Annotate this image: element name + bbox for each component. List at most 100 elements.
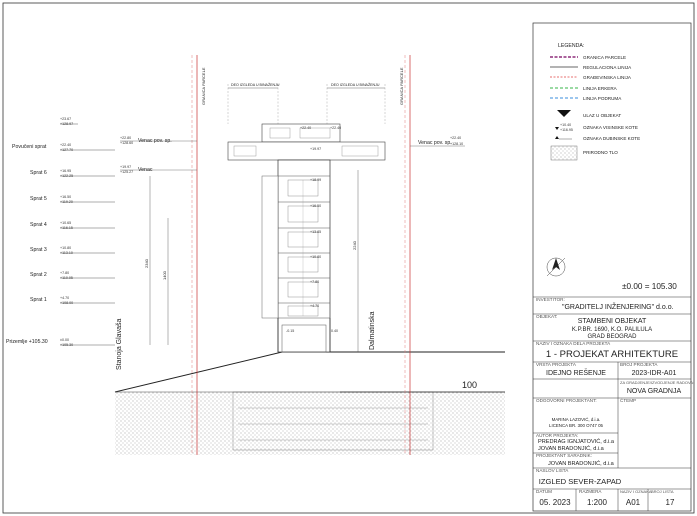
sheet-code-value: A01 xyxy=(626,498,641,507)
object-line3: GRAD BEOGRAD xyxy=(587,334,637,340)
facade-small-0: -0.15 xyxy=(286,329,294,333)
level-kota-4-bottom: +116.15 xyxy=(60,226,73,230)
level-name-1: Povučeni sprat xyxy=(12,144,47,150)
legend-item-1: REGULACIONA LINIJA xyxy=(583,65,632,70)
level-kota-6-bottom: +110.05 xyxy=(60,276,73,280)
object-label: OBJEKAT: xyxy=(536,314,557,319)
elevation-drawing: 100 +23.67 +128.97 Povučeni sprat +22.40… xyxy=(6,55,505,455)
level-name-3: Sprat 5 xyxy=(30,196,47,202)
venac-kota-bottom: +128.60 xyxy=(120,141,133,145)
level-kota-6-top: +7.80 xyxy=(60,271,69,275)
level-kota-0-bottom: +128.97 xyxy=(60,122,73,126)
facade-kota-3: +16.50 xyxy=(310,204,321,208)
facade-kota-4: +13.85 xyxy=(310,230,321,234)
level-name-4: Sprat 4 xyxy=(30,222,47,228)
dim-right: 2240 xyxy=(352,240,357,250)
project-part-value: 1 - PROJEKAT ARHITEKTURE xyxy=(546,349,678,360)
responsible-name: MARINA LAZOVIĆ, d.i.a. xyxy=(552,417,601,422)
project-part-label: NAZIV I OZNAKA DELA PROJEKTA xyxy=(536,341,611,346)
zero-level: ±0.00 = 105.30 xyxy=(622,282,677,291)
level-kota-4-top: +10.65 xyxy=(60,221,71,225)
north-arrow-icon xyxy=(546,257,566,277)
scale-label: RAZMERA xyxy=(579,489,602,494)
legend-item-7: OZNAKA DUBINSKE KOTE xyxy=(583,136,640,141)
legend-item-6: OZNAKA VISINSKE KOTE xyxy=(583,125,638,130)
type-label: VRSTA PROJEKTA xyxy=(536,362,577,367)
venac2-label: Venac xyxy=(138,167,153,173)
drawing-label: NASLOV LISTA xyxy=(536,468,569,473)
author-line1: PREDRAG IGNJATOVIĆ, d.i.a xyxy=(538,438,615,445)
responsible-label: ODGOVORNI PROJEKTANT: xyxy=(536,398,597,403)
legend-kota-sample-top: +10.40 xyxy=(560,123,571,127)
right-panel: LEGENDA: GRANICA PARCELE REGULACIONA LIN… xyxy=(532,22,692,512)
legend: LEGENDA: GRANICA PARCELE REGULACIONA LIN… xyxy=(550,43,640,161)
level-name-2: Sprat 6 xyxy=(30,170,47,176)
level-kota-5-bottom: +113.10 xyxy=(60,251,73,255)
facade-kota-2: +18.99 xyxy=(310,178,321,182)
level-kota-2-bottom: +122.25 xyxy=(60,174,73,178)
level-name-7: Sprat 1 xyxy=(30,297,47,303)
natural-ground-swatch xyxy=(550,145,578,161)
level-kota-8-bottom: +105.30 xyxy=(60,343,73,347)
level-name-6: Sprat 2 xyxy=(30,272,47,278)
dim-left-outer: 2340 xyxy=(144,258,149,268)
facade-kota-5: +10.80 xyxy=(310,255,321,259)
level-kota-7-bottom: +108.00 xyxy=(60,301,73,305)
legend-item-2: GRAĐEVINSKA LINIJA xyxy=(583,75,632,80)
vertical-dimensions: 2340 1400 2240 xyxy=(144,170,359,352)
level-kota-0-top: +23.67 xyxy=(60,117,71,121)
collaborator-value: JOVAN BRADONJIĆ, d.i.a xyxy=(548,460,615,467)
construction-label: ZA GRADJENJE/IZVODJENJE RADOVA: xyxy=(620,380,694,385)
facade-kota-6: +7.80 xyxy=(310,280,319,284)
object-line1: STAMBENI OBJEKAT xyxy=(578,318,647,325)
object-line2: K.P.BR. 1690, K.O. PALILULA xyxy=(572,327,652,333)
sheet-code-label: NAZIV I OZNAKA xyxy=(620,489,652,494)
venac-right-kota-top: +22.40 xyxy=(450,136,461,140)
level-kota-3-bottom: +119.20 xyxy=(60,200,73,204)
level-name-8: Prizemlje +105.30 xyxy=(6,339,48,345)
facade-kota-0: +22.40 xyxy=(300,126,311,130)
venac2-kota-bottom: +125.27 xyxy=(120,170,133,174)
type-value: IDEJNO REŠENJE xyxy=(546,368,606,377)
legend-kota-sample-bottom: +116.95 xyxy=(560,128,573,132)
date-label: DATUM xyxy=(536,489,552,494)
level-lines xyxy=(60,123,115,346)
entrance-icon xyxy=(557,110,571,117)
venac-label-left: Venac pov. sp. xyxy=(138,138,172,144)
granica-label-left: GRANICA PARCELE xyxy=(201,67,206,105)
facade-small-1: 0.40 xyxy=(331,329,338,333)
tower-floors xyxy=(278,175,330,319)
venac-label-right: Venac pov. sp. xyxy=(418,140,452,146)
level-kota-5-top: +10.80 xyxy=(60,246,71,250)
legend-item-5: ULAZ U OBJEKAT xyxy=(583,113,621,118)
construction-value: NOVA GRADNJA xyxy=(627,388,682,395)
sheet-no-label: BROJ LISTA xyxy=(651,489,674,494)
legend-item-0: GRANICA PARCELE xyxy=(583,55,626,60)
level-labels: +23.67 +128.97 Povučeni sprat +22.40 +12… xyxy=(6,117,73,347)
street-left: Stanoja Glavaša xyxy=(116,319,123,370)
granica-label-right: GRANICA PARCELE xyxy=(399,67,404,105)
level-kota-3-top: +16.50 xyxy=(60,195,71,199)
venac2-kota-top: +19.97 xyxy=(120,165,131,169)
facade-kota-markers: +22.40 +22.40 +19.97 +18.99 +16.50 +13.8… xyxy=(286,126,341,333)
level-kota-7-top: +4.70 xyxy=(60,296,69,300)
author-line2: JOVAN BRADONJIĆ, d.i.a xyxy=(538,445,605,452)
level-kota-2-top: +16.95 xyxy=(60,169,71,173)
title-block: INVESTITOR: "GRADITELJ INŽENJERING" d.o.… xyxy=(533,296,694,511)
street-right: Dalmatinska xyxy=(369,311,376,350)
level-kota-1-top: +22.40 xyxy=(60,143,71,147)
level-kota-8-top: ±0.00 xyxy=(60,338,69,342)
natural-terrain xyxy=(115,392,505,455)
signature-label: ČTEMP xyxy=(620,397,636,403)
venac-right-kota-bottom: +128.10 xyxy=(450,142,463,146)
project-no-value: 2023-IDR-A01 xyxy=(632,370,677,377)
distance-label-left: DEO IZGLEDA U BINAŽENJU xyxy=(231,82,280,87)
investor-value: "GRADITELJ INŽENJERING" d.o.o. xyxy=(562,302,674,311)
level-name-5: Sprat 3 xyxy=(30,247,47,253)
facade-kota-0b: +22.40 xyxy=(330,126,341,130)
facade-kota-1: +19.97 xyxy=(310,147,321,151)
level-kota-1-bottom: +127.70 xyxy=(60,148,73,152)
legend-item-4: LINIJA PODRUMA xyxy=(583,96,622,101)
height-mark-icon xyxy=(555,127,559,130)
